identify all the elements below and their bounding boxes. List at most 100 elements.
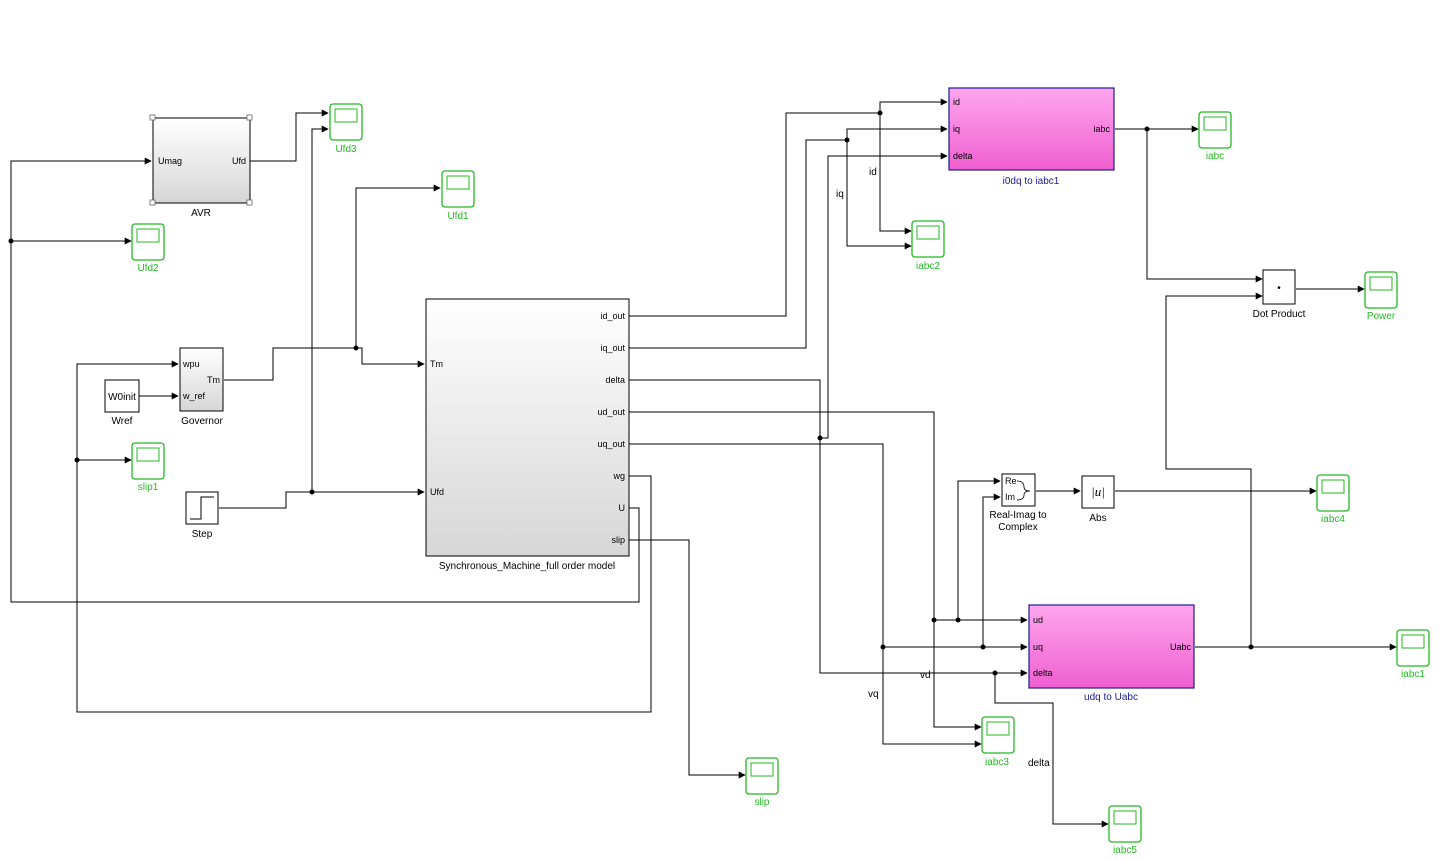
wire-iq-iabc2[interactable] [846,140,912,250]
wire-gov-tm-a[interactable] [224,347,356,381]
scope-slip[interactable]: slip [745,757,779,808]
wire-step-ufd[interactable] [219,488,425,509]
complex-brace-icon [1016,480,1031,501]
governor-port-wref: w_ref [182,391,206,401]
wire-ud-re[interactable] [957,477,1001,620]
machine-port-ud-out: ud_out [597,407,625,417]
wire-gov-tm-b[interactable] [356,347,425,368]
signal-label-vq: vq [868,689,879,700]
udq-port-uq: uq [1033,642,1043,652]
wref-label: Wref [112,416,133,427]
scope-iabc1[interactable]: iabc1 [1396,629,1430,680]
signal-label-id: id [869,167,877,178]
udq-port-ud: ud [1033,615,1043,625]
governor-port-tm: Tm [207,375,220,385]
scope-ufd2-label: Ufd2 [137,263,159,274]
machine-port-tm: Tm [430,359,443,369]
wire-id-iabc2[interactable] [879,113,912,235]
signal-labels: id iq vq vd delta [836,167,1050,769]
udq-to-uabc-subsystem[interactable]: ud uq delta Uabc udq to Uabc [1028,604,1195,703]
wire-tm-ufd1[interactable] [355,184,441,348]
avr-block[interactable]: Umag Ufd AVR [149,114,253,219]
governor-label: Governor [181,416,223,427]
synchronous-machine-block[interactable]: Tm Ufd id_out iq_out delta ud_out uq_out… [425,298,630,572]
wire-iq[interactable] [629,125,948,349]
i0dq-to-iabc-subsystem[interactable]: id iq delta iabc i0dq to iabc1 [948,87,1115,187]
scope-iabc4-label: iabc4 [1321,514,1345,525]
wref-value: W0init [108,392,136,403]
machine-port-id-out: id_out [600,311,625,321]
real-imag-to-complex-block[interactable]: Re Im Real-Imag to Complex [989,473,1047,533]
udq-port-uabc: Uabc [1170,642,1192,652]
scope-iabc2[interactable]: iabc2 [911,220,945,272]
dot-product-label: Dot Product [1253,309,1306,320]
wire-uq-iabc3[interactable] [882,647,982,748]
scope-iabc3-label: iabc3 [985,757,1009,768]
machine-port-slip: slip [611,535,625,545]
wire-uabc-dot[interactable] [1165,292,1263,647]
wref-constant-block[interactable]: W0init Wref [104,379,140,427]
i0dq-port-iabc: iabc [1093,124,1110,134]
scope-iabc[interactable]: iabc [1198,111,1232,162]
wire-avr-ufd3[interactable] [250,109,329,162]
i0dq-port-iq: iq [953,124,960,134]
wire-uq-im[interactable] [982,493,1001,647]
scope-power[interactable]: Power [1364,271,1398,322]
scope-iabc5[interactable]: iabc5 [1108,805,1142,856]
signal-label-delta: delta [1028,758,1050,769]
step-block[interactable]: Step [185,491,219,540]
wire-ud-iabc3[interactable] [933,620,982,731]
governor-port-wpu: wpu [182,359,200,369]
wire-slip[interactable] [629,539,746,779]
i0dq-label: i0dq to iabc1 [1003,176,1060,187]
machine-port-delta: delta [605,375,625,385]
i0dq-port-delta: delta [953,151,973,161]
machine-port-ufd: Ufd [430,487,444,497]
step-label: Step [192,529,213,540]
dot-product-icon: • [1277,283,1281,294]
scope-ufd1-label: Ufd1 [447,211,469,222]
abs-label: Abs [1089,513,1106,524]
wire-ud[interactable] [629,411,1028,624]
machine-port-u: U [619,503,626,513]
avr-port-umag: Umag [158,156,182,166]
scope-ufd2[interactable]: Ufd2 [131,223,165,274]
complex-port-im: Im [1005,492,1015,502]
complex-label-line1: Real-Imag to [989,510,1047,521]
scope-power-label: Power [1367,311,1396,322]
complex-label-line2: Complex [998,522,1037,533]
signal-label-iq: iq [836,189,844,200]
wire-delta-iabc5[interactable] [994,673,1109,828]
junction-dots [8,110,1254,676]
wire-step-ufd3[interactable] [311,125,329,492]
governor-block[interactable]: wpu w_ref Tm Governor [179,347,224,427]
udq-port-delta: delta [1033,668,1053,678]
wire-iabc-dot[interactable] [1146,129,1263,283]
scope-iabc5-label: iabc5 [1113,845,1137,856]
wire-delta-i0dq[interactable] [629,152,948,439]
scope-slip1[interactable]: slip1 [131,442,165,493]
scope-ufd3-label: Ufd3 [335,144,357,155]
wire-wg-wpu[interactable] [76,360,652,713]
abs-icon: |u| [1091,484,1105,499]
scope-iabc2-label: iabc2 [916,261,940,272]
step-icon [190,496,214,520]
udq-label: udq to Uabc [1084,692,1138,703]
scope-iabc3[interactable]: iabc3 [981,716,1015,768]
avr-label: AVR [191,208,211,219]
machine-label: Synchronous_Machine_full order model [439,561,615,572]
signal-label-vd: vd [920,670,931,681]
abs-block[interactable]: |u| Abs [1081,475,1115,524]
i0dq-port-id: id [953,97,960,107]
wire-uq[interactable] [629,443,1028,651]
wire-id[interactable] [629,98,948,317]
machine-port-uq-out: uq_out [597,439,625,449]
scope-iabc4[interactable]: iabc4 [1316,474,1350,525]
signal-lines [10,98,1397,828]
scope-ufd3[interactable]: Ufd3 [329,103,363,155]
dot-product-block[interactable]: • Dot Product [1253,269,1306,320]
scope-ufd1[interactable]: Ufd1 [441,170,475,222]
wire-u-umag[interactable] [10,157,640,603]
wire-delta-udq[interactable] [819,438,1028,677]
machine-port-wg: wg [612,471,625,481]
